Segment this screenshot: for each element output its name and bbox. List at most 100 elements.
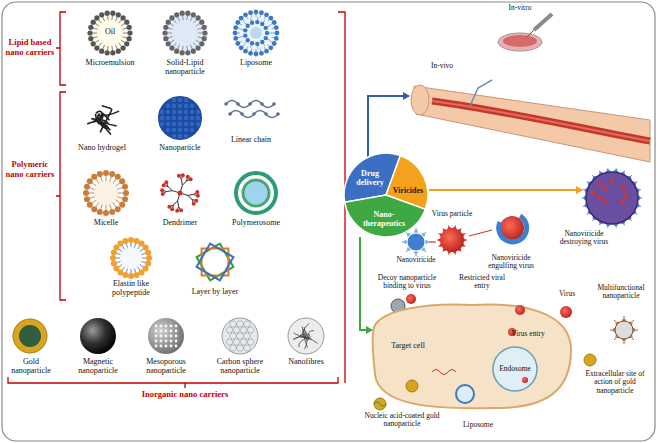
nanoparticle-icon — [158, 96, 202, 140]
lipid-head — [174, 49, 179, 54]
fibre — [299, 337, 307, 347]
lipid-head — [248, 51, 253, 56]
carbon-hexagon — [226, 327, 233, 333]
nanoparticle-unit — [183, 97, 188, 102]
nucleic-acid-gold — [374, 398, 386, 410]
lipid-head — [180, 50, 185, 55]
lipid-head — [264, 12, 269, 17]
dendrimer-end — [160, 188, 164, 192]
arm — [414, 86, 650, 162]
nanoparticle-unit — [177, 133, 182, 138]
nanoparticle-unit — [189, 127, 194, 132]
sln-core — [166, 14, 204, 52]
liposome-core — [235, 12, 277, 54]
lipid-head — [243, 12, 248, 17]
lipid-head — [174, 12, 179, 17]
lipid-head — [191, 49, 196, 54]
lipid-head — [128, 237, 134, 243]
segment-shape — [345, 195, 426, 237]
nanoparticle-unit — [165, 103, 170, 108]
nanofibres-icon — [288, 318, 324, 354]
polymerosome-outer — [236, 173, 276, 213]
lipid-head — [110, 50, 115, 55]
carbon-hexagon — [230, 321, 237, 327]
pore — [165, 330, 168, 333]
part-label: Elastin like polypeptide — [98, 280, 164, 298]
chain-bead — [252, 112, 256, 116]
liposome-outer — [233, 10, 280, 57]
nanoparticle-unit — [195, 109, 200, 114]
lipid-head — [255, 20, 259, 24]
part-label: Virus particle — [424, 210, 480, 218]
pore — [170, 335, 173, 338]
virus-fragment — [610, 179, 614, 183]
carbon-hexagon — [230, 333, 237, 339]
node-outline — [372, 302, 572, 410]
pore — [175, 345, 178, 348]
lipid-head — [163, 25, 168, 30]
part-label: Gold nanoparticle — [6, 358, 56, 376]
nanoparticle-unit — [183, 127, 188, 132]
lipid-head — [169, 15, 174, 20]
cell-membrane — [373, 305, 571, 409]
lipid-head — [275, 31, 280, 36]
lipid-head — [105, 50, 110, 55]
nanoparticle-unit — [177, 109, 182, 114]
carbon-hexagon — [226, 339, 233, 345]
fibre — [294, 333, 310, 340]
lipid-head — [239, 16, 244, 21]
part-label: Dendrimer — [150, 219, 210, 228]
dendrimer-end — [161, 192, 165, 196]
lipid-head — [119, 178, 125, 184]
chain-bead — [248, 102, 252, 106]
part-label: Magnetic nanoparticle — [68, 358, 128, 376]
lipid-head — [235, 41, 240, 46]
lipid-head — [116, 12, 121, 17]
segment-label: Drug delivery — [350, 169, 390, 187]
dendrimer-end — [177, 174, 181, 178]
lipid-head — [254, 52, 259, 57]
part-label: In-vivo — [424, 62, 460, 70]
lipid-head — [233, 25, 238, 30]
nanoparticle-unit — [171, 109, 176, 114]
dendrimer-core — [178, 191, 183, 196]
chain-bead — [224, 102, 228, 106]
lipid-head — [264, 36, 268, 40]
polymeric-bracket — [56, 92, 66, 300]
lipid-head — [162, 30, 167, 35]
lipid-head — [120, 15, 125, 20]
nanoparticle-unit — [189, 115, 194, 120]
nanoviricide-body — [407, 233, 425, 251]
gold-core — [19, 325, 41, 347]
lipid-head — [120, 46, 125, 51]
lipid-head — [122, 184, 128, 190]
nanoparticle-unit — [165, 115, 170, 120]
nanoparticle-unit — [177, 127, 182, 132]
part-label: Decoy nanoparticle binding to virus — [370, 274, 444, 291]
dendrimer-end — [189, 177, 193, 181]
lipid-head — [202, 30, 207, 35]
nanoparticle-unit — [177, 103, 182, 108]
group-label: Inorganic nano carriers — [100, 390, 270, 400]
nanoparticle-unit — [189, 121, 194, 126]
carbon-hexagon — [244, 345, 251, 351]
lipid-head — [259, 10, 264, 15]
lipid-head — [202, 25, 207, 30]
pore — [175, 340, 178, 343]
lipid-head — [124, 41, 129, 46]
chain-bead — [240, 112, 244, 116]
lipid-head — [166, 41, 171, 46]
nanoparticle-unit — [183, 103, 188, 108]
chain-bead — [236, 102, 240, 106]
small-arrow — [429, 241, 436, 242]
pore — [170, 340, 173, 343]
lipid-head — [246, 24, 250, 28]
destroy-knobs — [582, 168, 642, 227]
carbon-hexagon — [240, 339, 247, 345]
lipid-head — [109, 171, 115, 177]
lipid-head — [111, 261, 117, 267]
lipid-head — [103, 170, 109, 176]
lipid-head — [199, 20, 204, 25]
lipid-head — [235, 20, 240, 25]
mesoporous-nanoparticle-icon — [148, 318, 184, 354]
